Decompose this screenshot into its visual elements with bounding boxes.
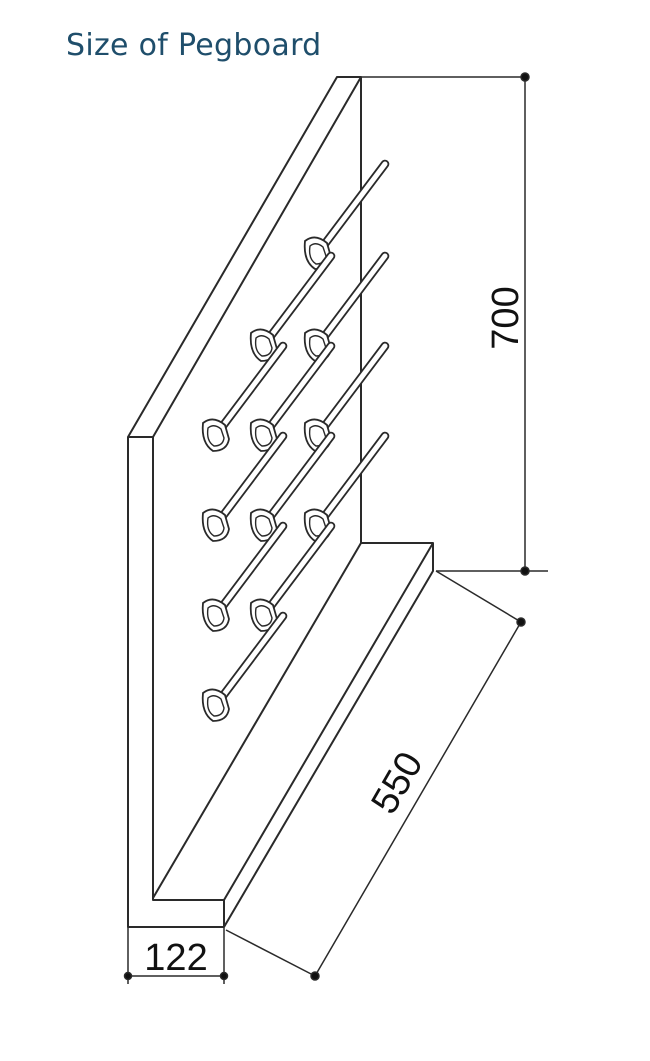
- peg: [249, 341, 336, 452]
- peg: [249, 521, 336, 632]
- height-dimension: [361, 72, 548, 576]
- peg: [249, 251, 336, 362]
- dimension-endpoint: [123, 971, 133, 981]
- peg: [201, 521, 288, 632]
- dimension-endpoint: [219, 971, 229, 981]
- peg: [201, 611, 288, 722]
- peg: [303, 431, 390, 542]
- pegs-group: [201, 159, 390, 722]
- dimension-endpoint: [310, 971, 320, 981]
- peg: [201, 341, 288, 452]
- dimension-endpoint: [520, 566, 530, 576]
- peg: [303, 159, 390, 270]
- peg: [249, 431, 336, 542]
- depth-dimension: [225, 570, 526, 981]
- width-label: 122: [144, 937, 207, 979]
- depth-label: 550: [364, 745, 432, 821]
- height-label: 700: [485, 286, 527, 349]
- diagram-title: Size of Pegboard: [66, 28, 322, 63]
- dimension-endpoint: [520, 72, 530, 82]
- pegboard-board: [127, 76, 362, 928]
- peg: [201, 431, 288, 542]
- dimension-endpoint: [516, 617, 526, 627]
- width-dimension: [123, 927, 229, 984]
- pegboard-base: [152, 542, 434, 928]
